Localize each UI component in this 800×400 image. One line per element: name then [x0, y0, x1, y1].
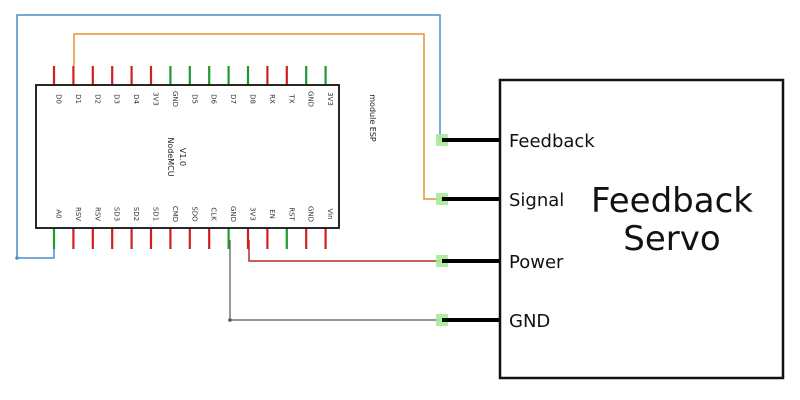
servo-title-line2: Servo — [623, 219, 720, 259]
top-pin-label-9: D7 — [229, 94, 237, 104]
servo-body — [498, 78, 785, 380]
top-pin-label-13: GND — [307, 91, 315, 107]
top-pin-label-6: GND — [171, 91, 179, 107]
power-wire — [248, 240, 440, 262]
top-pin-label-3: D3 — [113, 94, 121, 104]
top-pin-labels: D0 D1 D2 D3 D4 3V3 GND D5 D6 D7 D8 RX TX GND 3V3 — [55, 91, 335, 107]
signal-connector — [436, 193, 500, 205]
module-label: module ESP — [368, 94, 377, 142]
power-connector — [436, 255, 500, 267]
gnd-connector — [436, 314, 500, 326]
wires — [15, 14, 441, 322]
top-pin-label-7: D5 — [190, 94, 198, 104]
servo-port-power: Power — [509, 252, 564, 273]
bottom-pin-label-12: RST — [287, 207, 295, 221]
top-pin-label-0: D0 — [55, 94, 63, 104]
feedback-connector — [436, 134, 500, 146]
feedback-wire — [16, 14, 441, 259]
bottom-pin-label-8: CLK — [210, 207, 218, 221]
top-pin-label-1: D1 — [74, 94, 82, 104]
top-pin-label-14: 3V3 — [326, 92, 334, 106]
bottom-pin-labels: A0 RSV RSV SD3 SD2 SD1 CMD SDO CLK GND 3V3 EN RST GND… — [55, 206, 335, 222]
top-pin-header — [52, 66, 327, 86]
top-pin-label-8: D6 — [210, 94, 218, 104]
bottom-pin-label-13: GND — [307, 206, 315, 222]
gnd-wire-junction — [228, 318, 232, 322]
top-pin-label-4: D4 — [132, 94, 140, 104]
signal-wire — [73, 33, 440, 200]
servo-connectors — [436, 134, 500, 326]
bottom-pin-label-10: 3V3 — [249, 207, 257, 221]
top-pin-label-12: TX — [287, 93, 295, 103]
servo-title-line1: Feedback — [591, 181, 753, 221]
top-pin-label-11: RX — [268, 94, 276, 104]
board-body — [35, 84, 340, 229]
bottom-pin-label-11: EN — [268, 209, 276, 219]
bottom-pin-label-3: SD3 — [113, 207, 121, 221]
feedback-servo: Feedback Signal Power GND Feedback Servo — [498, 78, 785, 380]
feedback-wire-junction — [15, 256, 19, 260]
top-pin-label-10: D8 — [249, 94, 257, 104]
bottom-pin-label-0: A0 — [55, 209, 63, 218]
bottom-pin-label-2: RSV — [93, 207, 101, 221]
bottom-pin-label-1: RSV — [74, 207, 82, 221]
top-pin-label-5: 3V3 — [152, 92, 160, 106]
servo-port-gnd: GND — [509, 311, 550, 332]
board-name: NodeMCU — [166, 137, 175, 176]
bottom-pin-header — [52, 228, 327, 249]
servo-port-signal: Signal — [509, 190, 564, 211]
bottom-pin-label-4: SD2 — [132, 207, 140, 221]
bottom-pin-label-6: CMD — [171, 206, 179, 222]
bottom-pin-label-7: SDO — [190, 206, 198, 222]
bottom-pin-label-9: GND — [229, 206, 237, 222]
gnd-wire — [229, 240, 440, 321]
bottom-pin-label-5: SD1 — [152, 207, 160, 221]
top-pin-label-2: D2 — [93, 94, 101, 104]
bottom-pin-label-14: Vin — [326, 208, 334, 219]
servo-port-feedback: Feedback — [509, 131, 595, 152]
board-version: V1.0 — [178, 148, 187, 166]
